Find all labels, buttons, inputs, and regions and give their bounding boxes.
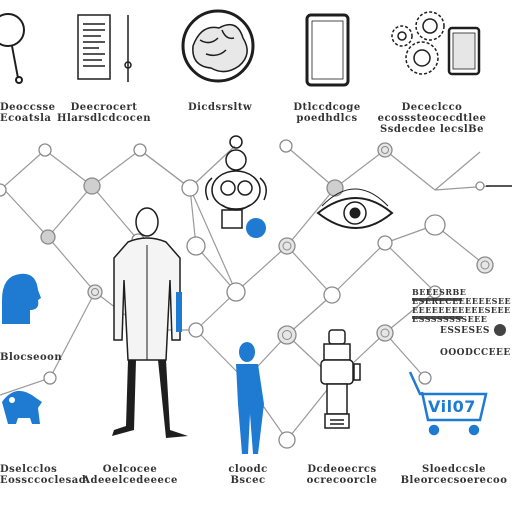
right-block-line-1: BEEESRBE bbox=[412, 287, 467, 297]
top-label-1: Deoccsse Ecoatsla bbox=[0, 102, 56, 124]
network-node bbox=[377, 142, 393, 158]
network-node bbox=[133, 143, 147, 157]
network-node-inner bbox=[380, 328, 390, 338]
bottom-label-3-line-2: Bscec bbox=[230, 475, 266, 486]
top-label-4-line-2: poedhdlcs bbox=[296, 113, 358, 124]
right-block-line-2: ESERECEEEEEESEE bbox=[412, 296, 512, 306]
network-node bbox=[376, 324, 394, 342]
bottom-label-3-line-1: cloodc bbox=[228, 464, 268, 475]
network-node bbox=[87, 284, 103, 300]
right-text-block-lines bbox=[412, 298, 462, 319]
network-node bbox=[424, 214, 446, 236]
network-node bbox=[40, 229, 56, 245]
bottom-label-5-line-2: Bleorcecsoerecoo bbox=[400, 475, 508, 486]
network-node bbox=[181, 179, 199, 197]
bottom-label-3: cloodc Bscec bbox=[228, 464, 267, 486]
right-row-2: OOODCCEEE bbox=[440, 348, 511, 358]
top-label-3-line-1: Dicdsrsltw bbox=[187, 102, 253, 113]
bottom-label-4-line-2: ocrecoorcle bbox=[306, 475, 378, 486]
right-block-line-3: EEEEEEEEEEESEEE bbox=[412, 305, 511, 315]
top-label-5: Dececlcco ecosssteocecdtlee Ssdecdee lec… bbox=[378, 102, 487, 135]
network-node-inner bbox=[282, 330, 292, 340]
top-label-2-line-1: Deecrocert bbox=[70, 102, 138, 113]
right-block-line-4: ESSSSSSSSEEE bbox=[412, 314, 488, 324]
blue-dot-icon bbox=[246, 218, 266, 238]
magnifier-icon bbox=[0, 13, 25, 84]
top-label-4-line-1: Dtlccdcoge bbox=[293, 102, 361, 113]
right-row-1: ESSESES bbox=[440, 326, 490, 336]
network-node-inner bbox=[91, 288, 99, 296]
network-node bbox=[377, 235, 393, 251]
top-label-3: Dicdsrsltw bbox=[188, 102, 252, 113]
network-node bbox=[0, 183, 7, 197]
head-profile-icon bbox=[2, 273, 41, 324]
network-node bbox=[323, 286, 341, 304]
bottom-label-4-line-1: Dcdeoecrcs bbox=[307, 464, 377, 475]
bottom-label-2-line-1: Oelcocee bbox=[102, 464, 158, 475]
brain-globe-icon bbox=[181, 9, 255, 83]
bottom-label-5-line-1: Sloedccsle bbox=[421, 464, 487, 475]
left-mid-label: Blocseoon bbox=[0, 352, 63, 363]
tablet-icon bbox=[305, 13, 350, 87]
bottom-label-1-line-1: Dselcclos bbox=[0, 464, 58, 475]
network-node bbox=[38, 143, 52, 157]
document-icon bbox=[77, 14, 132, 82]
eye-icon bbox=[316, 188, 394, 229]
network-node bbox=[188, 322, 204, 338]
network-node bbox=[277, 325, 297, 345]
top-label-5-line-1: Dececlcco bbox=[401, 102, 463, 113]
bottom-label-1: Dselcclos Eossccoclesad bbox=[0, 464, 86, 486]
gears-icon bbox=[391, 11, 481, 76]
top-label-1-line-2: Ecoatsla bbox=[0, 113, 52, 124]
network-node bbox=[43, 371, 57, 385]
network-node bbox=[476, 256, 494, 274]
robot-face-icon bbox=[205, 135, 267, 229]
top-label-4: Dtlccdcoge poedhdlcs bbox=[293, 102, 360, 124]
network-node-inner bbox=[480, 260, 490, 270]
top-label-1-line-1: Deoccsse bbox=[0, 102, 56, 113]
network-node bbox=[186, 236, 206, 256]
top-label-5-line-2: ecosssteocecdtlee bbox=[377, 113, 487, 124]
network-node bbox=[83, 177, 101, 195]
network-node bbox=[326, 179, 344, 197]
network-node bbox=[278, 237, 296, 255]
network-node bbox=[279, 139, 293, 153]
bottom-label-5: Sloedccsle Bleorcecsoerecoo bbox=[401, 464, 508, 486]
network-node bbox=[278, 431, 296, 449]
right-row-dot bbox=[494, 324, 506, 336]
robot-body-icon bbox=[320, 329, 361, 429]
network-node bbox=[418, 371, 432, 385]
bottom-label-1-line-2: Eossccoclesad bbox=[0, 475, 87, 486]
bottom-label-2-line-2: Adeeelcedeeece bbox=[82, 475, 178, 486]
network-node-inner bbox=[381, 146, 389, 154]
right-text-block: BEEESRBE ESERECEEEEEESEE EEEEEEEEEEESEEE… bbox=[412, 288, 511, 324]
network-node bbox=[226, 282, 246, 302]
network-node-inner bbox=[282, 241, 292, 251]
woman-figure-icon bbox=[236, 342, 264, 454]
cart-badge-text: Vil07 bbox=[428, 397, 476, 416]
shopping-cart-icon bbox=[408, 371, 488, 436]
bottom-label-2: Oelcocee Adeeelcedeeece bbox=[82, 464, 178, 486]
piggy-bank-icon bbox=[2, 390, 42, 424]
top-label-2: Deecrocert Hlarsdlcdcocen bbox=[57, 102, 151, 124]
top-label-5-line-3: Ssdecdee lecslBe bbox=[380, 124, 484, 135]
network-node bbox=[475, 181, 485, 191]
doctor-figure-icon bbox=[112, 207, 188, 438]
bottom-label-4: Dcdeoecrcs ocrecoorcle bbox=[307, 464, 378, 486]
top-label-2-line-2: Hlarsdlcdcocen bbox=[57, 113, 151, 124]
